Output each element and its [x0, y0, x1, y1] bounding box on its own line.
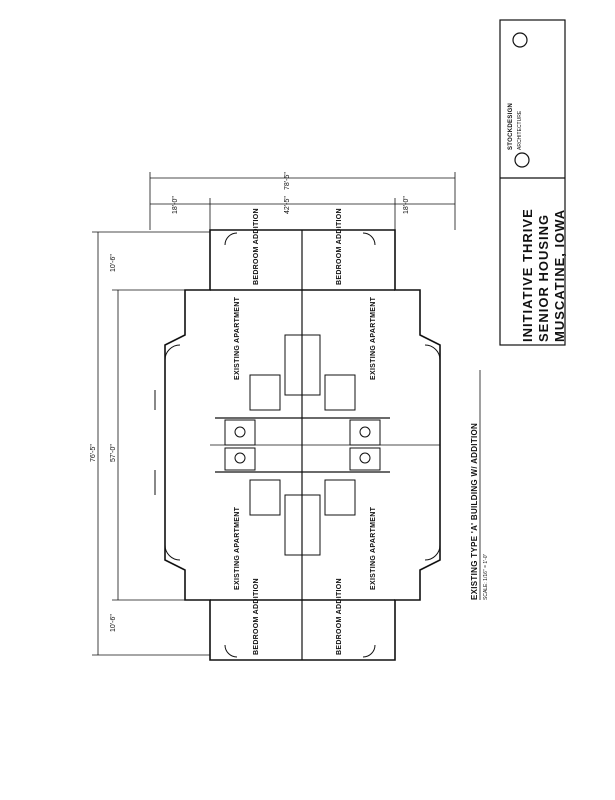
project-line2: SENIOR HOUSING	[536, 213, 551, 342]
kitchen-top-left	[249, 374, 281, 411]
bath-top-left	[224, 419, 256, 446]
door-swing-1	[164, 344, 181, 361]
dim-overall-width: 78'-5"	[284, 172, 291, 190]
dim-addition-depth-bottom: 10'-6"	[110, 614, 117, 632]
dim-wing-center: 42'-5"	[284, 196, 291, 214]
room-bedroom-addition-top-left: BEDROOM ADDITION	[253, 208, 260, 285]
bath-bottom-right	[349, 447, 381, 471]
fixture-4	[359, 452, 371, 464]
bath-bottom-left	[224, 447, 256, 471]
door-swing-3	[164, 544, 181, 561]
drawing-caption: EXISTING TYPE 'A' BUILDING W/ ADDITION	[470, 422, 479, 600]
fixture-2	[359, 426, 371, 438]
firm-logo	[514, 152, 530, 168]
room-existing-apartment-top-left: EXISTING APARTMENT	[234, 296, 241, 380]
firm-name: STOCKDESIGN	[508, 102, 514, 150]
door-swing-2	[424, 344, 441, 361]
dim-inner-length: 57'-0"	[110, 444, 117, 462]
project-line3: MUSCATINE, IOWA	[552, 208, 567, 342]
door-swing-5	[224, 232, 238, 246]
room-bedroom-addition-bottom-left: BEDROOM ADDITION	[253, 578, 260, 655]
project-line1: INITIATIVE THRIVE	[520, 208, 535, 342]
fixture-3	[234, 452, 246, 464]
bath-top-right	[349, 419, 381, 446]
room-existing-apartment-bottom-left: EXISTING APARTMENT	[234, 506, 241, 590]
title-block-frame	[499, 19, 566, 346]
room-bedroom-addition-bottom-right: BEDROOM ADDITION	[336, 578, 343, 655]
kitchen-bottom-right	[324, 479, 356, 516]
door-swing-7	[224, 644, 238, 658]
room-existing-apartment-bottom-right: EXISTING APARTMENT	[370, 506, 377, 590]
dim-overall-length: 76'-5"	[90, 444, 97, 462]
dim-addition-depth-top: 10'-6"	[110, 254, 117, 272]
door-swing-6	[362, 232, 376, 246]
north-arrow	[512, 32, 528, 48]
scale-note: SCALE: 1/16" = 1'-0"	[483, 553, 489, 600]
dim-wing-right: 18'-0"	[403, 196, 410, 214]
door-swing-4	[424, 544, 441, 561]
dim-wing-left: 18'-0"	[172, 196, 179, 214]
fixture-1	[234, 426, 246, 438]
counter-center-bottom	[284, 494, 321, 556]
kitchen-top-right	[324, 374, 356, 411]
room-existing-apartment-top-right: EXISTING APARTMENT	[370, 296, 377, 380]
door-swing-8	[362, 644, 376, 658]
counter-center-top	[284, 334, 321, 396]
room-bedroom-addition-top-right: BEDROOM ADDITION	[336, 208, 343, 285]
kitchen-bottom-left	[249, 479, 281, 516]
firm-sub: ARCHITECTURE	[517, 110, 523, 150]
